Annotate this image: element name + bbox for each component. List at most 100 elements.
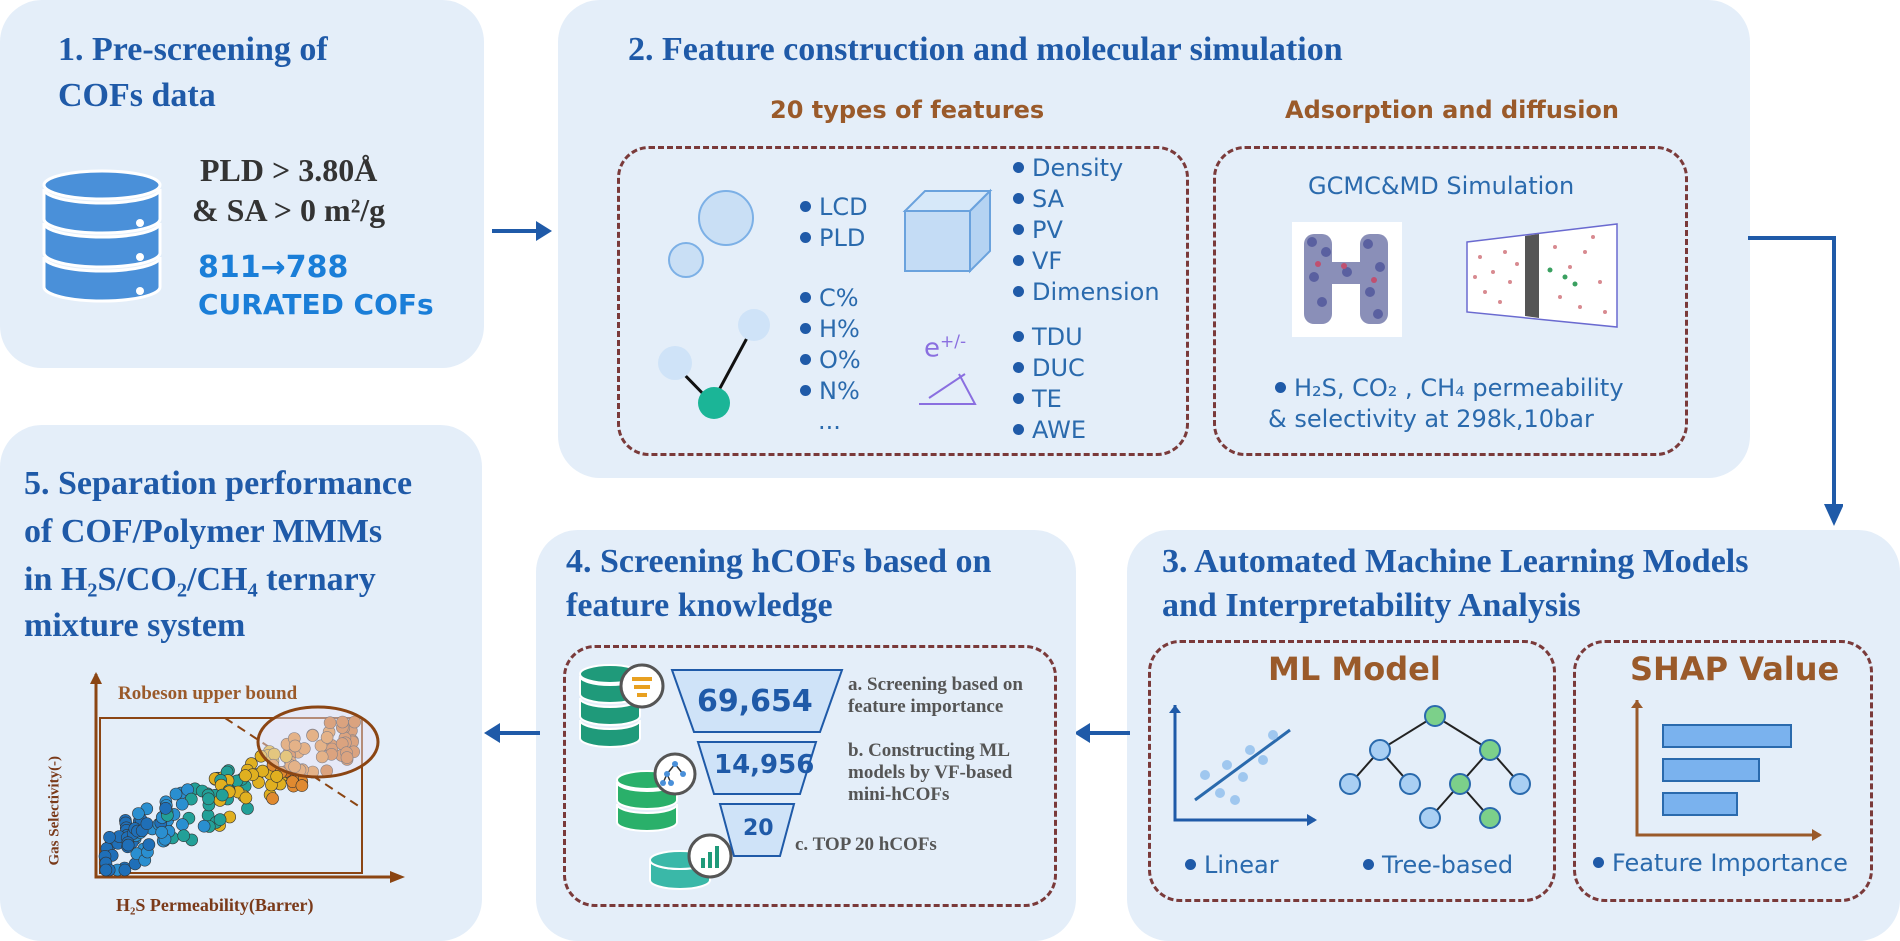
robeson-scatter-plot <box>90 672 405 883</box>
scatter-point <box>132 807 145 820</box>
feat-ellipsis: ... <box>818 407 841 435</box>
panel1-title-line1: 1. Pre-screening of <box>58 31 328 68</box>
tree-based-label: Tree-based <box>1363 850 1513 881</box>
feat-c: C% <box>800 283 859 314</box>
feat-dimension: Dimension <box>1013 277 1160 308</box>
scatter-point <box>175 797 189 811</box>
plot-ylabel: Gas Selectivity(-) <box>46 755 63 866</box>
features-box <box>617 146 1189 456</box>
scatter-point <box>197 819 211 833</box>
molecule-icon <box>658 309 770 419</box>
decision-tree-icon <box>1339 705 1531 829</box>
scatter-point <box>159 802 172 815</box>
adsorption-heading: Adsorption and diffusion <box>1285 96 1620 124</box>
funnel-count-3: 20 <box>743 816 774 841</box>
scatter-point <box>336 715 349 729</box>
pore-circles-icon <box>668 190 754 278</box>
panel5-title-line3: in H₂S/CO₂/CH₄ ternary <box>24 561 376 598</box>
scatter-point <box>239 769 252 782</box>
feat-lcd: LCD <box>800 192 868 223</box>
ml-model-box <box>1148 640 1556 902</box>
upper-bound-label: Robeson upper bound <box>118 683 298 704</box>
feat-o: O% <box>800 345 861 376</box>
cof-structure-image <box>1292 222 1402 337</box>
panel2-title: 2. Feature construction and molecular si… <box>628 31 1343 68</box>
feat-n: N% <box>800 376 860 407</box>
perm-line1: H₂S, CO₂ , CH₄ permeability <box>1275 373 1624 404</box>
feat-density: Density <box>1013 153 1123 184</box>
scatter-point <box>315 750 329 764</box>
scatter-point <box>288 760 301 773</box>
feat-duc: DUC <box>1013 353 1085 384</box>
scatter-point <box>202 792 215 806</box>
scatter-point <box>99 863 113 877</box>
feature-importance-label: Feature Importance <box>1593 848 1848 879</box>
scatter-point <box>155 826 168 839</box>
scatter-point <box>295 779 309 792</box>
scatter-point <box>306 729 319 742</box>
feat-sa: SA <box>1013 184 1064 215</box>
scatter-point <box>142 838 156 851</box>
step-b-line3: mini-hCOFs <box>848 784 950 805</box>
scatter-point <box>239 791 253 805</box>
scatter-point <box>140 817 154 830</box>
energy-slope-icon <box>919 373 977 405</box>
screening-box <box>563 645 1057 907</box>
scatter-point <box>121 838 135 852</box>
scatter-point <box>103 831 116 844</box>
panel4-title-line2: feature knowledge <box>566 587 833 624</box>
feat-tdu: TDU <box>1013 322 1083 353</box>
scatter-point <box>266 792 279 805</box>
scatter-point <box>323 716 337 730</box>
database-icon <box>42 169 162 303</box>
arrow-left-icon-2 <box>484 723 540 743</box>
scatter-point <box>177 829 190 842</box>
scatter-point <box>279 750 293 763</box>
scatter-point <box>270 770 283 783</box>
scatter-point <box>288 739 302 753</box>
panel4-title-line1: 4. Screening hCOFs based on <box>566 543 992 580</box>
curated-label: CURATED COFs <box>198 288 434 321</box>
shap-heading: SHAP Value <box>1630 650 1840 688</box>
scatter-point <box>118 863 132 877</box>
scatter-point <box>176 818 189 831</box>
sim-title: GCMC&MD Simulation <box>1308 172 1575 200</box>
charge-label: e+/- <box>924 332 967 364</box>
panel5-title-line4: mixture system <box>24 607 246 644</box>
plot-xlabel: H₂S Permeability(Barrer) <box>116 895 314 915</box>
scatter-point <box>241 802 254 815</box>
screening-funnel <box>670 669 844 857</box>
arrow-left-icon <box>1074 723 1130 743</box>
ml-model-heading: ML Model <box>1268 650 1441 688</box>
scatter-point <box>169 787 183 801</box>
scatter-point <box>213 813 227 826</box>
feat-pv: PV <box>1013 215 1063 246</box>
feat-te: TE <box>1013 384 1062 415</box>
panel5-title-line1: 5. Separation performance <box>24 465 413 502</box>
feat-h: H% <box>800 314 860 345</box>
database-chart-icon <box>649 833 733 890</box>
step-b-line1: b. Constructing ML <box>848 740 1011 761</box>
perm-line2: & selectivity at 298k,10bar <box>1268 405 1594 433</box>
md-simulation-box-image <box>1466 223 1618 328</box>
feat-vf: VF <box>1013 246 1062 277</box>
feat-pld: PLD <box>800 223 865 254</box>
funnel-count-2: 14,956 <box>714 750 815 780</box>
panel1-title-line2: COFs data <box>58 77 216 114</box>
cof-count: 811→788 <box>198 250 349 285</box>
feat-awe: AWE <box>1013 415 1086 446</box>
arrow-right-icon <box>492 221 552 241</box>
step-a-line2: feature importance <box>848 696 1004 717</box>
shap-bar-icon <box>1631 700 1822 841</box>
step-c: c. TOP 20 hCOFs <box>795 834 937 855</box>
step-a-line1: a. Screening based on <box>848 674 1023 695</box>
database-filter-icon <box>579 663 665 748</box>
linear-regression-icon <box>1169 705 1317 826</box>
scatter-point <box>320 731 334 744</box>
panel3-title-line1: 3. Automated Machine Learning Models <box>1162 543 1749 580</box>
features-heading: 20 types of features <box>770 96 1045 124</box>
scatter-point <box>216 788 229 802</box>
simulation-box <box>1213 146 1688 456</box>
panel5-title-line2: of COF/Polymer MMMs <box>24 513 383 550</box>
panel3-title-line2: and Interpretability Analysis <box>1162 587 1581 624</box>
